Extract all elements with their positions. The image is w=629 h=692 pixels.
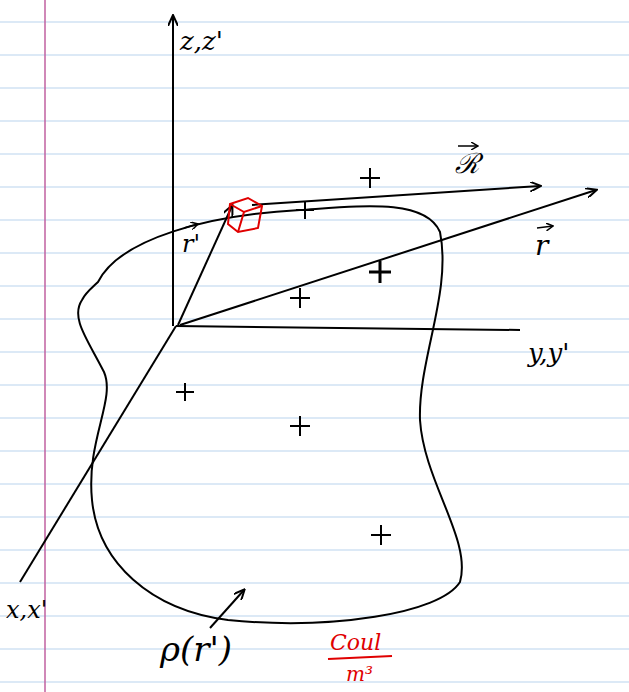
axis-label: z,z' [180,28,223,54]
fraction-bar [328,656,392,659]
source-vector [178,206,232,325]
density-label: ρ(r') [160,632,232,666]
z-axis [172,16,174,326]
vector-label: r [535,232,548,260]
ruled-lines [0,22,629,682]
x-axis [20,326,176,582]
margin-line [44,0,46,692]
charge-symbols [176,168,391,545]
y-axis [176,326,520,330]
vector-label: r' [182,232,200,256]
vector-label: ℛ [455,150,479,178]
vector-arrows [184,146,553,228]
unit-label: Coul [330,632,381,654]
pointer-arrow [210,590,244,628]
volume-element [228,198,262,232]
field-vector [180,190,596,325]
separation-vector [252,186,540,205]
axis-label: x,x' [6,598,47,622]
axis-label: y,y' [528,340,569,366]
unit-label: m³ [346,664,373,684]
charge-blob [78,206,462,623]
